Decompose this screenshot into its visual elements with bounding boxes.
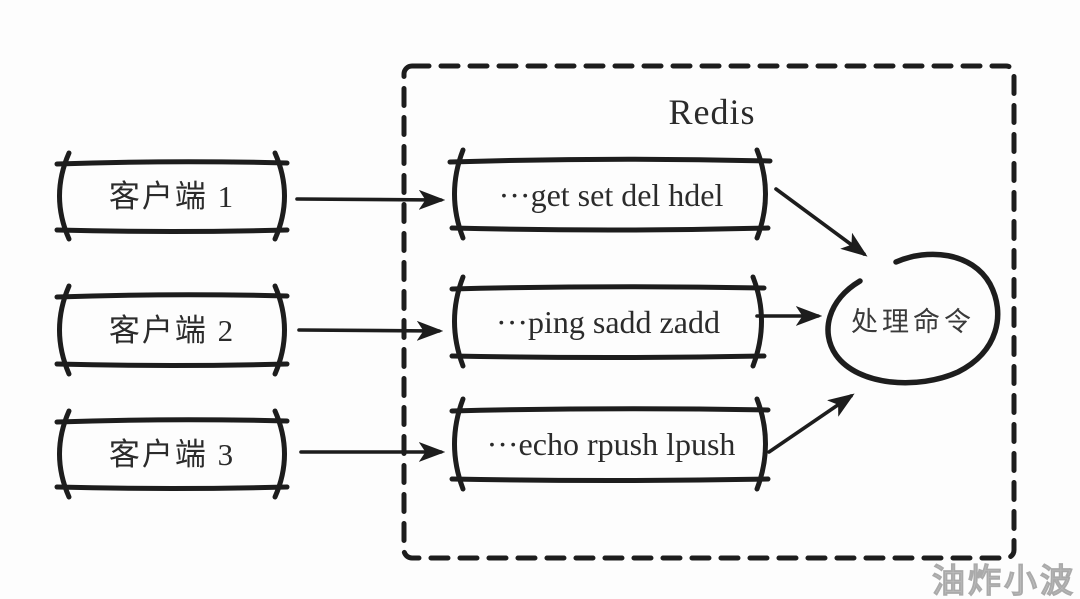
- client-box-3-left-bracket: [57, 408, 72, 500]
- client-box-2-left-bracket: [57, 283, 72, 377]
- arrow-client2-to-queue2: [297, 330, 439, 331]
- client-box-2: 客户端 2: [54, 283, 290, 377]
- client-box-2-label: 客户端 2: [109, 313, 235, 348]
- command-queue-3-right-bracket: [754, 396, 768, 492]
- command-queue-1-left-bracket: [452, 147, 466, 241]
- redis-boundary-box: [401, 63, 1017, 561]
- processor-blob-outline: [825, 251, 1001, 386]
- client-box-3-label: 客户端 3: [109, 437, 235, 472]
- client-box-3-top-edge: [54, 417, 290, 425]
- command-queue-2-bottom-edge: [449, 353, 767, 360]
- client-box-1: 客户端 1: [54, 150, 290, 242]
- arrow-client1-to-queue1: [295, 199, 441, 200]
- command-queue-2-label: ···ping sadd zadd: [496, 304, 720, 340]
- client-box-1-top-edge: [54, 159, 290, 167]
- command-queue-2-right-bracket: [750, 274, 764, 369]
- client-box-2-bottom-edge: [54, 361, 290, 368]
- command-queue-1: ···get set del hdel: [447, 147, 773, 241]
- client-box-2-right-bracket: [272, 283, 287, 377]
- arrow-queue3-to-processor: [767, 396, 851, 454]
- redis-title: Redis: [668, 92, 755, 132]
- client-box-3: 客户端 3: [54, 408, 290, 500]
- command-queue-2-top-edge: [449, 284, 767, 292]
- command-queue-1-right-bracket: [754, 147, 768, 241]
- command-queue-1-bottom-edge: [449, 225, 771, 233]
- client-box-1-label: 客户端 1: [109, 179, 235, 214]
- command-queue-2: ···ping sadd zadd: [449, 274, 767, 369]
- client-box-2-top-edge: [54, 292, 290, 300]
- client-box-1-bottom-edge: [54, 227, 290, 234]
- arrow-queue1-to-processor: [774, 187, 864, 254]
- command-queue-1-label: ···get set del hdel: [499, 177, 724, 213]
- command-queue-3-label: ···echo rpush lpush: [487, 426, 736, 462]
- client-box-1-right-bracket: [272, 150, 287, 242]
- processor-label: 处理命令: [851, 307, 975, 337]
- command-queue-3-top-edge: [449, 406, 771, 414]
- command-queue-3-left-bracket: [452, 396, 466, 492]
- command-queue-3-bottom-edge: [449, 476, 771, 483]
- client-box-3-right-bracket: [272, 408, 287, 500]
- watermark-text: 油炸小波: [932, 562, 1076, 599]
- client-box-1-left-bracket: [57, 150, 72, 242]
- command-queue-3: ···echo rpush lpush: [449, 396, 771, 492]
- command-queue-1-top-edge: [447, 156, 773, 165]
- command-queue-2-left-bracket: [452, 274, 466, 369]
- processor-blob: 处理命令: [825, 251, 1001, 386]
- client-box-3-bottom-edge: [54, 484, 290, 491]
